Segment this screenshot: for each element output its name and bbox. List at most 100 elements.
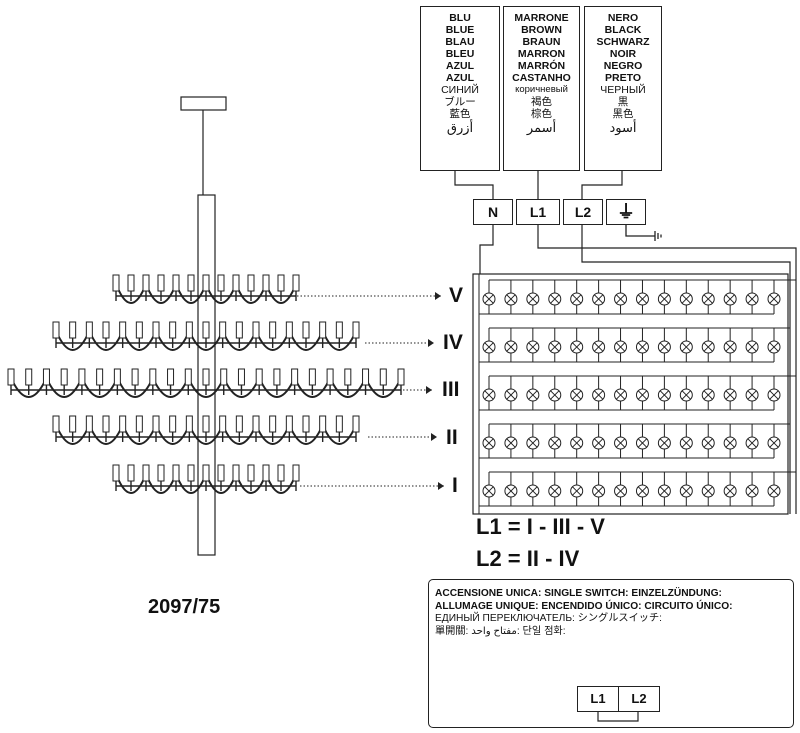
color-label: أسمر — [526, 120, 557, 135]
lamp-cross — [769, 342, 779, 352]
lamp-cross — [594, 390, 604, 400]
color-label: BLEU — [445, 48, 475, 60]
lamp-cross — [506, 390, 516, 400]
color-label: SCHWARZ — [596, 36, 650, 48]
chandelier-lamp — [52, 415, 60, 433]
chandelier-lamp — [344, 368, 352, 386]
chandelier-lamp — [235, 415, 243, 433]
color-label: СИНИЙ — [441, 84, 479, 96]
color-label: BLACK — [604, 24, 642, 36]
chandelier-lamp — [397, 368, 405, 386]
chandelier-lamp — [247, 274, 255, 292]
color-label: أسود — [609, 120, 637, 135]
note-line: ALLUMAGE UNIQUE: ENCENDIDO ÚNICO: CIRCUI… — [435, 600, 733, 612]
lamp-cross — [681, 486, 691, 496]
lamp-cross — [725, 390, 735, 400]
lamp-cross — [550, 486, 560, 496]
lamp-cross — [747, 438, 757, 448]
lamp-cross — [725, 342, 735, 352]
wire-color-box-l2: NERO BLACK SCHWARZ NOIR NEGRO PRETO ЧЕРН… — [584, 6, 662, 171]
chandelier-lamp — [292, 464, 300, 482]
switch-terminal-l1: L1 — [577, 686, 619, 712]
chandelier-lamp — [319, 321, 327, 339]
chandelier-lamp — [352, 321, 360, 339]
chandelier-lamp — [379, 368, 387, 386]
chandelier-lamp — [131, 368, 139, 386]
chandelier-lamp — [217, 274, 225, 292]
chandelier-lamp — [142, 464, 150, 482]
lamp-cross — [572, 342, 582, 352]
note-line: ЕДИНЫЙ ПЕРЕКЛЮЧАТЕЛЬ: シングルスイッチ: — [435, 613, 662, 624]
chandelier-lamp — [335, 321, 343, 339]
lamp-cross — [572, 486, 582, 496]
color-label: NERO — [607, 12, 639, 24]
lamp-cross — [528, 438, 538, 448]
lamp-cross — [615, 390, 626, 400]
lamp-cross — [747, 486, 757, 496]
lamp-cross — [769, 390, 779, 400]
chandelier-lamp — [202, 415, 210, 433]
single-switch-note: ACCENSIONE UNICA: SINGLE SWITCH: EINZELZ… — [428, 579, 794, 728]
lamp-cross — [484, 342, 494, 352]
chandelier-lamp — [142, 274, 150, 292]
chandelier-lamp — [262, 274, 270, 292]
chandelier-lamp — [335, 415, 343, 433]
chandelier-lamp — [362, 368, 370, 386]
chandelier-lamp — [202, 274, 210, 292]
color-label: MARRON — [517, 48, 566, 60]
lamp-cross — [681, 294, 691, 304]
note-line: ACCENSIONE UNICA: SINGLE SWITCH: EINZELZ… — [435, 588, 722, 599]
chandelier-lamp — [184, 368, 192, 386]
chandelier-lamp — [352, 415, 360, 433]
chandelier-lamp — [285, 321, 293, 339]
wire-color-box-n: BLU BLUE BLAU BLEU AZUL AZUL СИНИЙ ブルー 藍… — [420, 6, 500, 171]
chandelier-lamp — [285, 415, 293, 433]
chandelier-lamp — [255, 368, 263, 386]
note-line: 單開關: مفتاح واحد: 단일 점화: — [435, 625, 566, 637]
color-label: MARRONE — [514, 12, 569, 24]
color-label: MARRÓN — [517, 60, 566, 72]
chandelier-lamp — [252, 321, 260, 339]
chandelier-lamp — [308, 368, 316, 386]
chandelier-lamp — [169, 321, 177, 339]
lamp-cross — [659, 486, 669, 496]
chandelier-lamp — [220, 368, 228, 386]
chandelier-illustration — [7, 96, 405, 556]
chandelier-lamp — [277, 274, 285, 292]
chandelier-lamp — [202, 464, 210, 482]
chandelier-lamp — [319, 415, 327, 433]
chandelier-lamp — [135, 415, 143, 433]
chandelier-lamp — [187, 464, 195, 482]
color-leads — [454, 170, 623, 199]
lamp-cross — [703, 390, 713, 400]
ceiling-canopy — [180, 96, 227, 111]
lamp-cross — [615, 342, 626, 352]
color-label: BLU — [449, 12, 471, 24]
lamp-cross — [703, 294, 713, 304]
color-label: коричневый — [515, 84, 568, 95]
lamp-cross — [747, 342, 757, 352]
lamp-cross — [769, 486, 779, 496]
chandelier-lamp — [291, 368, 299, 386]
lamp-cross — [725, 486, 735, 496]
chandelier-lamp — [157, 464, 165, 482]
lamp-cross — [747, 390, 757, 400]
lamp-cross — [550, 438, 560, 448]
chandelier-lamp — [152, 321, 160, 339]
lamp-cross — [506, 294, 516, 304]
pointer-layer — [283, 292, 444, 490]
chandelier-lamp — [60, 368, 68, 386]
lamp-cross — [528, 486, 538, 496]
switch-terminal-l2: L2 — [618, 686, 660, 712]
chandelier-lamp — [127, 464, 135, 482]
lamp-cross — [550, 342, 560, 352]
color-label: 棕色 — [531, 108, 552, 120]
chandelier-lamp — [292, 274, 300, 292]
color-label: أزرق — [446, 120, 474, 135]
lamp-cross — [484, 438, 494, 448]
chandelier-lamp — [219, 415, 227, 433]
chandelier-lamp — [78, 368, 86, 386]
chandelier-lamp — [277, 464, 285, 482]
circuits-layer — [472, 225, 797, 515]
